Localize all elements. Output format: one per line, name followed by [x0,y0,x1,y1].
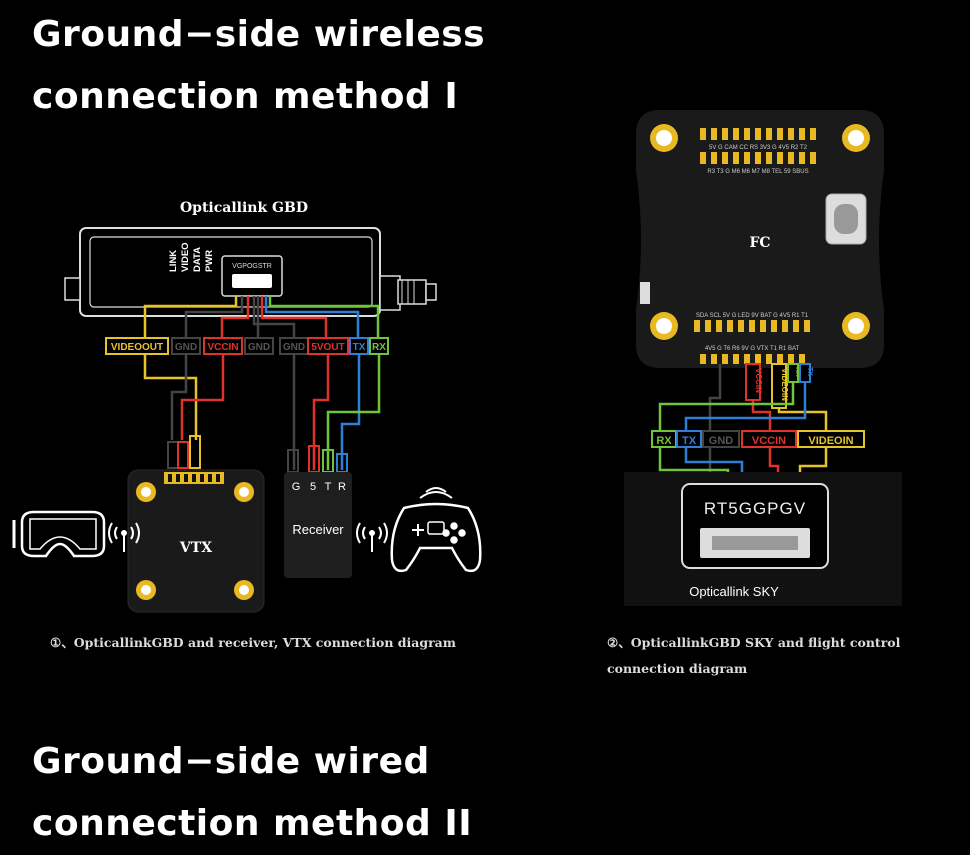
fc-wire-tx: TX [806,367,813,376]
led-label-data: DATA [192,247,203,272]
sky-label-rx: RX [656,435,672,447]
gamepad-icon [390,487,482,573]
receiver-pin-5: 5 [310,481,316,493]
goggles-icon [12,510,106,558]
gbd-wire-labels: VIDEOOUT GND VCCIN GND GND 5VOUT TX RX [105,337,389,355]
wire-label-vccin: VCCIN [207,342,238,353]
receiver-pin-t: T [325,481,332,493]
receiver-label: Receiver [292,522,344,537]
heading-bottom-line2: connection method II [32,803,473,844]
gbd-connector-label: VGPOGSTR [232,263,272,270]
wire-label-tx: TX [353,342,366,353]
heading-top-line1: Ground−side wireless [32,14,486,55]
led-label-link: LINK [168,250,179,272]
fc-label: FC [749,235,770,251]
heading-bottom: Ground−side wired connection method II [32,731,472,855]
status-leds: LINK VIDEO DATA PWR [168,242,215,272]
receiver-pin-g: G [292,481,301,493]
gbd-connector: VGPOGSTR [221,255,283,297]
wire-label-videoout: VIDEOOUT [111,342,163,353]
fc-wire-rx: RX [794,367,801,377]
wire-label-rx: RX [372,342,386,353]
sky-label-vccin: VCCIN [752,435,786,447]
sky-label-gnd: GND [709,435,734,447]
wire-label-5vout: 5VOUT [311,342,344,353]
receiver-pin-r: R [338,481,346,493]
left-caption: ①、OpticallinkGBD and receiver, VTX conne… [50,635,456,650]
right-caption: ②、OpticallinkGBD SKY and flight control … [607,630,900,682]
sky-module-code: RT5GGPGV [704,499,806,518]
heading-top-line2: connection method I [32,76,459,117]
sky-module-label: Opticallink SKY [689,584,779,599]
led-label-video: VIDEO [180,242,191,272]
right-caption-line2: connection diagram [607,661,748,676]
fc-bottom-pins-row2: 4V5 G T6 R6 9V G VTX T1 R1 BAT [705,346,800,352]
receiver-board: G 5 T R Receiver [284,472,352,578]
fc-bottom-pins-row1: SDA SCL 5V G LED 9V BAT G 4V5 R1 T1 [696,313,809,319]
heading-top: Ground−side wireless connection method I [32,4,485,128]
gbd-title: Opticallink GBD [180,200,308,216]
receiver-signal-icon [356,522,388,552]
wire-label-gnd-2: GND [248,342,270,353]
sky-label-tx: TX [682,435,697,447]
wire-label-gnd-3: GND [283,342,305,353]
fc-connector: VCCIN VIDEOIN RX TX [745,363,813,409]
fc-board: 5V G CAM CC RS 3V3 G 4V5 R2 T2 R3 T3 G M… [636,110,884,368]
fc-top-pins-row2: R3 T3 G M6 M6 M7 M8 TEL 59 SBUS [707,169,808,175]
fc-wire-vccin: VCCIN [754,368,763,393]
vtx-header [166,435,206,470]
sky-module: RT5GGPGV Opticallink SKY [624,472,902,606]
vtx-board: VTX [127,469,265,613]
led-label-pwr: PWR [204,250,215,272]
fc-wire-videoin: VIDEOIN [780,368,789,401]
right-caption-line1: ②、OpticallinkGBD SKY and flight control [607,635,901,650]
vtx-label: VTX [179,540,212,556]
heading-bottom-line1: Ground−side wired [32,741,430,782]
sky-wire-labels: RX TX GND VCCIN VIDEOIN [651,430,865,448]
gbd-wires [143,296,380,346]
sky-label-videoin: VIDEOIN [808,435,853,447]
wire-label-gnd-1: GND [175,342,197,353]
fc-top-pins-row1: 5V G CAM CC RS 3V3 G 4V5 R2 T2 [709,145,808,151]
vtx-signal-icon [108,522,140,552]
